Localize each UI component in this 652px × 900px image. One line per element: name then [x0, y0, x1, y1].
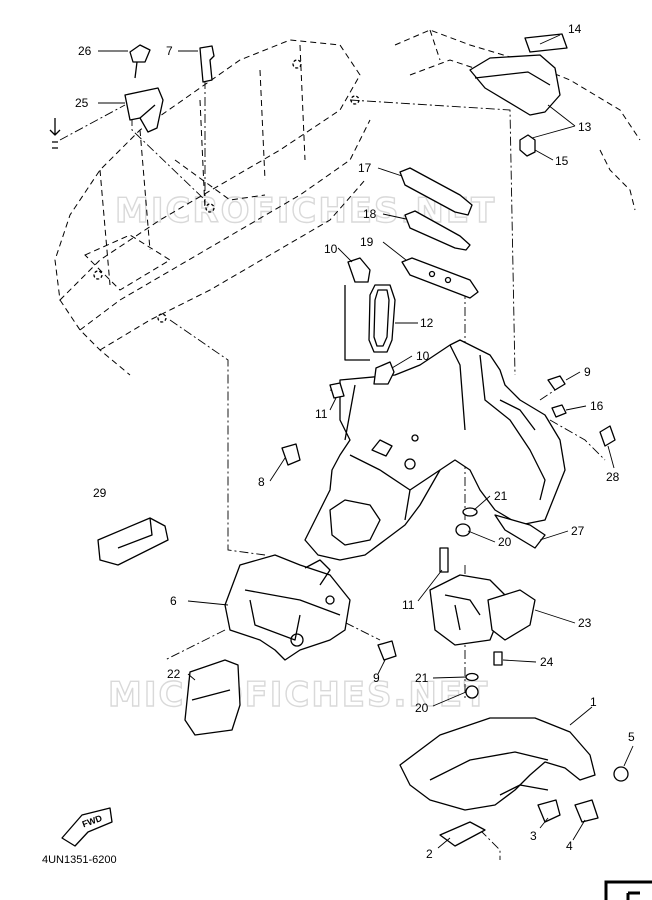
callout-28: 28 [606, 470, 620, 484]
callout-11-lower: 11 [402, 598, 415, 612]
callout-20-lower: 20 [415, 701, 429, 715]
fasteners [281, 375, 616, 699]
callout-8: 8 [258, 475, 265, 489]
callout-14: 14 [568, 22, 582, 36]
diagram-code: 4UN1351-6200 [42, 854, 117, 866]
part-12-band [344, 284, 396, 361]
callout-6: 6 [170, 594, 177, 608]
callout-20-upper: 20 [498, 535, 512, 549]
parts-13-14-15 [469, 33, 568, 157]
bracket-6 [224, 554, 351, 661]
callout-27: 27 [571, 524, 585, 538]
callout-4: 4 [566, 839, 573, 853]
callout-3: 3 [530, 829, 537, 843]
callout-19: 19 [360, 235, 374, 249]
frame-outline [54, 39, 371, 376]
callout-10-lower: 10 [416, 349, 430, 363]
leader-lines [98, 34, 634, 849]
reference-arrow-icon [49, 118, 61, 149]
callout-9-upper: 9 [584, 365, 591, 379]
callout-15: 15 [555, 154, 569, 168]
callout-25: 25 [75, 96, 89, 110]
callout-5: 5 [628, 730, 635, 744]
callout-12: 12 [420, 316, 434, 330]
callout-29: 29 [93, 486, 107, 500]
callout-18: 18 [363, 207, 377, 221]
callout-21-upper: 21 [494, 489, 508, 503]
callout-16: 16 [590, 399, 604, 413]
callout-26: 26 [78, 44, 92, 58]
callouts: 14 26 7 25 13 15 17 18 19 10 12 10 9 16 … [75, 22, 635, 861]
watermark-bottom: MICROFICHES.NET [108, 675, 489, 715]
part-1-fender [399, 717, 629, 847]
parts-25-26-7 [124, 44, 215, 133]
corner-marker [604, 880, 652, 900]
fwd-arrow-icon: FWD [61, 807, 113, 847]
callout-11-upper: 11 [315, 407, 328, 421]
callout-9-lower: 9 [373, 671, 380, 685]
part-23-unit [429, 574, 536, 646]
parts-17-18-19 [399, 167, 479, 299]
callout-2: 2 [426, 847, 433, 861]
part-29-sleeve [97, 517, 169, 566]
callout-24: 24 [540, 655, 554, 669]
callout-7: 7 [166, 44, 173, 58]
callout-23: 23 [578, 616, 592, 630]
callout-17: 17 [358, 161, 372, 175]
callout-21-lower: 21 [415, 671, 429, 685]
part-22-plate [184, 659, 241, 736]
callout-10-upper: 10 [324, 242, 338, 256]
rear-fender [304, 339, 566, 561]
callout-22: 22 [167, 667, 181, 681]
callout-1: 1 [590, 695, 597, 709]
callout-13: 13 [578, 120, 592, 134]
part-10-clips [347, 257, 395, 385]
